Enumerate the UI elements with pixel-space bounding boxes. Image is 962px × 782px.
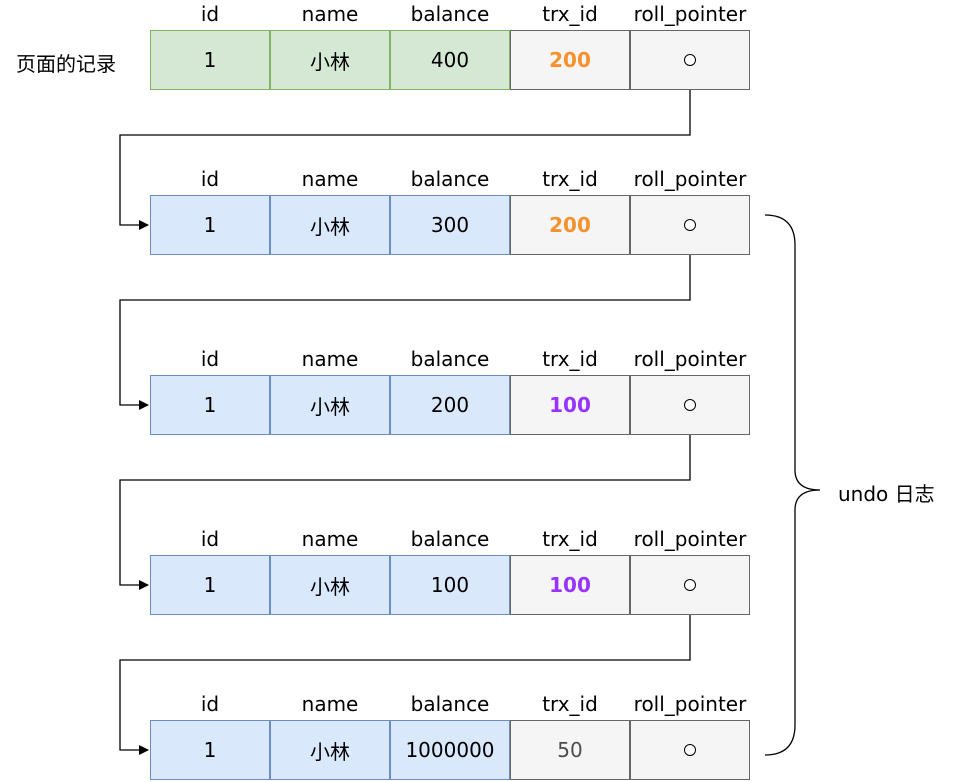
- column-header-roll-pointer: roll_pointer: [633, 692, 747, 716]
- cell-roll-pointer: [630, 195, 750, 255]
- column-header-id: id: [200, 167, 220, 191]
- column-header-roll-pointer: roll_pointer: [633, 2, 747, 26]
- column-header-roll-pointer: roll_pointer: [633, 527, 747, 551]
- cell-name: 小林: [270, 720, 390, 780]
- column-header-name: name: [301, 527, 359, 551]
- column-header-balance: balance: [410, 347, 490, 371]
- cell-trx-id: 200: [510, 30, 630, 90]
- roll-pointer-circle-icon: [684, 399, 696, 411]
- cell-trx-id: 200: [510, 195, 630, 255]
- cell-id: 1: [150, 375, 270, 435]
- cell-roll-pointer: [630, 555, 750, 615]
- column-header-roll-pointer: roll_pointer: [633, 347, 747, 371]
- column-header-balance: balance: [410, 167, 490, 191]
- roll-pointer-arrow: [119, 60, 691, 230]
- cell-trx-id: 100: [510, 555, 630, 615]
- cell-name: 小林: [270, 30, 390, 90]
- roll-pointer-circle-icon: [684, 744, 696, 756]
- column-header-id: id: [200, 2, 220, 26]
- column-header-balance: balance: [410, 2, 490, 26]
- cell-balance: 300: [390, 195, 510, 255]
- cell-id: 1: [150, 720, 270, 780]
- cell-id: 1: [150, 30, 270, 90]
- column-header-balance: balance: [410, 692, 490, 716]
- page-record-label: 页面的记录: [16, 52, 116, 76]
- cell-roll-pointer: [630, 30, 750, 90]
- cell-balance: 1000000: [390, 720, 510, 780]
- cell-roll-pointer: [630, 720, 750, 780]
- column-header-roll-pointer: roll_pointer: [633, 167, 747, 191]
- roll-pointer-arrow: [119, 405, 691, 590]
- column-header-balance: balance: [410, 527, 490, 551]
- cell-trx-id: 100: [510, 375, 630, 435]
- column-header-name: name: [301, 167, 359, 191]
- undo-log-label: undo 日志: [838, 482, 935, 506]
- column-header-trx-id: trx_id: [542, 692, 598, 716]
- cell-balance: 100: [390, 555, 510, 615]
- roll-pointer-circle-icon: [684, 219, 696, 231]
- roll-pointer-arrow: [119, 585, 691, 755]
- cell-name: 小林: [270, 375, 390, 435]
- column-header-id: id: [200, 347, 220, 371]
- column-header-name: name: [301, 692, 359, 716]
- roll-pointer-circle-icon: [684, 579, 696, 591]
- column-header-name: name: [301, 2, 359, 26]
- cell-id: 1: [150, 195, 270, 255]
- column-header-trx-id: trx_id: [542, 347, 598, 371]
- cell-name: 小林: [270, 555, 390, 615]
- undo-log-brace: [764, 214, 821, 756]
- cell-name: 小林: [270, 195, 390, 255]
- cell-roll-pointer: [630, 375, 750, 435]
- column-header-id: id: [200, 527, 220, 551]
- cell-id: 1: [150, 555, 270, 615]
- column-header-id: id: [200, 692, 220, 716]
- column-header-trx-id: trx_id: [542, 167, 598, 191]
- roll-pointer-arrow: [119, 225, 691, 410]
- column-header-trx-id: trx_id: [542, 527, 598, 551]
- cell-balance: 200: [390, 375, 510, 435]
- column-header-name: name: [301, 347, 359, 371]
- column-header-trx-id: trx_id: [542, 2, 598, 26]
- cell-balance: 400: [390, 30, 510, 90]
- roll-pointer-circle-icon: [684, 54, 696, 66]
- cell-trx-id: 50: [510, 720, 630, 780]
